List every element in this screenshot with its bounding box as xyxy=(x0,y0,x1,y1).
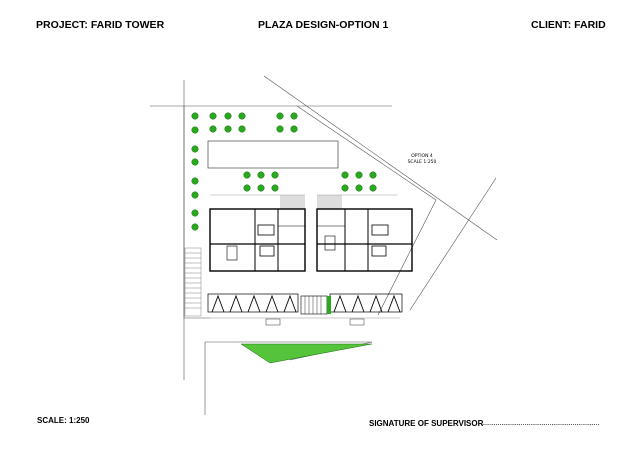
tree xyxy=(290,112,298,120)
tree xyxy=(191,158,199,166)
parking-bays xyxy=(207,293,403,313)
tree xyxy=(209,125,217,133)
tree xyxy=(369,171,377,179)
entrance-gate xyxy=(300,295,331,315)
signature-label: SIGNATURE OF SUPERVISOR xyxy=(369,419,484,428)
tree xyxy=(238,112,246,120)
signature-line: ........................................… xyxy=(482,418,600,427)
tree xyxy=(341,171,349,179)
tree xyxy=(290,125,298,133)
drawing-title: PLAZA DESIGN-OPTION 1 xyxy=(258,19,389,31)
tree xyxy=(243,184,251,192)
tree xyxy=(271,171,279,179)
tree xyxy=(191,209,199,217)
client-name: CLIENT: FARID xyxy=(531,19,606,31)
green-lawn xyxy=(240,343,373,364)
tree xyxy=(257,184,265,192)
tree xyxy=(191,126,199,134)
project-title: PROJECT: FARID TOWER xyxy=(36,19,165,31)
tree xyxy=(191,112,199,120)
car xyxy=(349,318,365,326)
tree xyxy=(369,184,377,192)
tree xyxy=(276,112,284,120)
tower-block-right xyxy=(316,208,413,272)
tree xyxy=(243,171,251,179)
option-label: OPTION 4 xyxy=(411,153,433,159)
staircase xyxy=(184,247,202,317)
car xyxy=(265,318,281,326)
tree xyxy=(191,191,199,199)
shaded-area xyxy=(317,195,342,209)
scale-note: SCALE 1:250 xyxy=(408,159,437,165)
tree xyxy=(257,171,265,179)
tree xyxy=(355,171,363,179)
shaded-area xyxy=(280,195,305,209)
event-lawn xyxy=(207,140,339,169)
tree xyxy=(209,112,217,120)
tree xyxy=(191,223,199,231)
tree-group xyxy=(191,112,377,231)
site-boundary xyxy=(150,75,498,415)
tree xyxy=(271,184,279,192)
scale-label: SCALE: 1:250 xyxy=(37,416,90,425)
tree xyxy=(224,125,232,133)
tree xyxy=(341,184,349,192)
tower-block-left xyxy=(209,208,306,272)
tree xyxy=(191,177,199,185)
tree xyxy=(238,125,246,133)
tree xyxy=(224,112,232,120)
tree xyxy=(355,184,363,192)
tree xyxy=(191,145,199,153)
tree xyxy=(276,125,284,133)
